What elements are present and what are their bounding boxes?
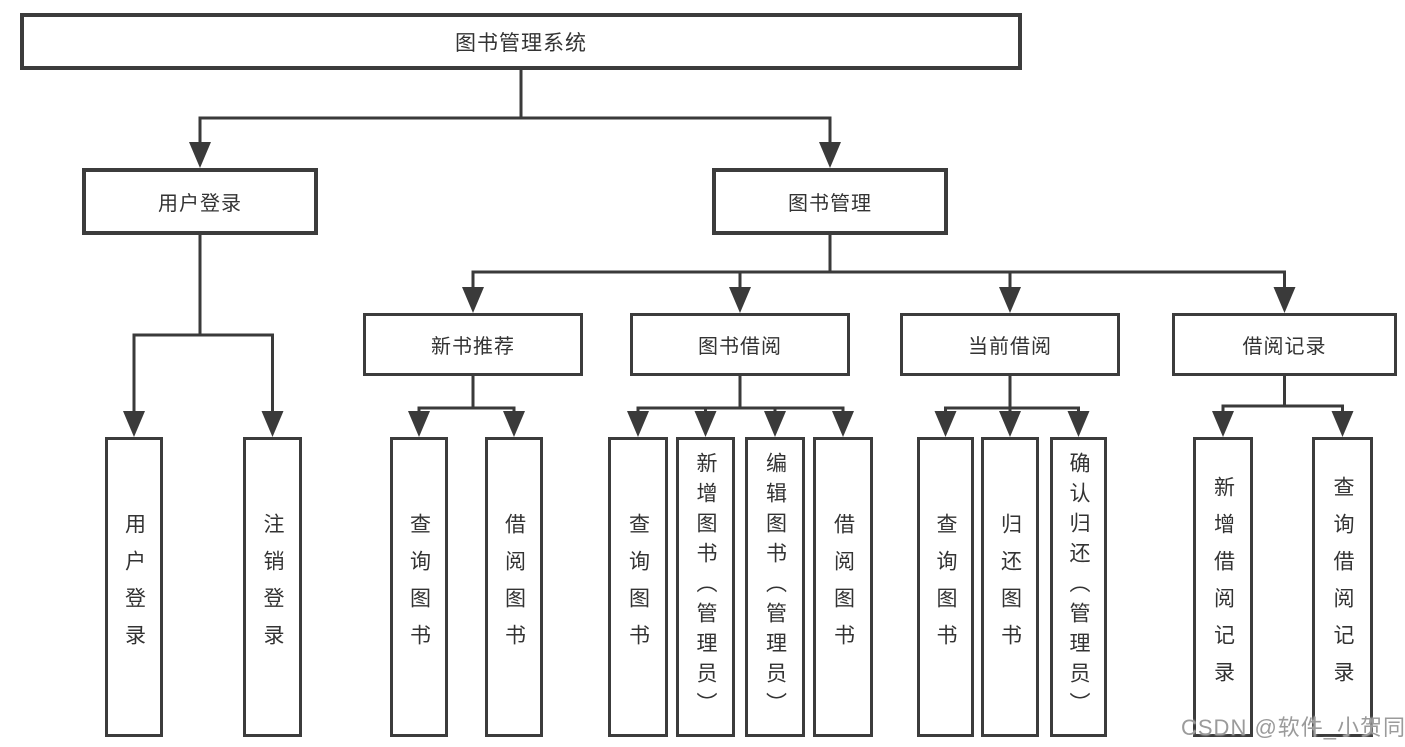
arrowhead-icon [1067,411,1090,437]
node-label: 当前借阅 [968,336,1052,358]
arrowhead-icon [694,411,717,437]
node-user-login: 用户登录 [105,437,163,737]
node-b4: 借阅图书 [813,437,873,737]
node-label: 新增借阅记录 [1211,476,1235,698]
node-label: 查询图书 [626,513,650,661]
node-label: 新书推荐 [431,336,515,358]
arrowhead-icon [627,411,649,437]
node-label: 归还图书 [998,513,1022,661]
arrowhead-icon [1273,287,1296,313]
node-mgmt: 图书管理 [712,168,948,235]
node-label: 借阅图书 [831,513,855,661]
node-label: 新增图书（管理员） [694,452,717,722]
node-records: 借阅记录 [1172,313,1397,376]
node-n1: 查询图书 [390,437,448,737]
arrowhead-icon [462,287,484,313]
arrowhead-icon [503,411,525,437]
node-label: 用户登录 [122,513,146,661]
node-label: 编辑图书（管理员） [763,452,787,722]
arrowhead-icon [1212,411,1234,437]
arrowhead-icon [999,411,1021,437]
node-c3: 确认归还（管理员） [1050,437,1107,737]
node-r2: 查询借阅记录 [1312,437,1373,737]
arrowhead-icon [1331,411,1354,437]
node-label: 查询借阅记录 [1331,476,1354,698]
node-c1: 查询图书 [917,437,974,737]
node-label: 图书管理 [788,193,872,215]
node-b1: 查询图书 [608,437,668,737]
watermark: CSDN @软件_小贺同学 [1181,715,1405,740]
arrowhead-icon [189,142,211,168]
node-label: 用户登录 [158,193,242,215]
node-label: 注销登录 [261,513,284,661]
node-n2: 借阅图书 [485,437,543,737]
node-label: 借阅图书 [502,513,526,661]
arrowhead-icon [999,287,1021,313]
node-label: 借阅记录 [1242,336,1327,358]
node-label: 查询图书 [407,513,431,661]
arrowhead-icon [764,411,786,437]
arrowhead-icon [729,287,751,313]
node-b2: 新增图书（管理员） [676,437,735,737]
arrowhead-icon [934,411,957,437]
node-label: 确认归还（管理员） [1067,452,1090,722]
arrowhead-icon [832,411,854,437]
node-borrow: 图书借阅 [630,313,850,376]
node-label: 查询图书 [934,513,957,661]
node-label: 图书管理系统 [455,31,587,55]
node-c2: 归还图书 [981,437,1039,737]
node-r1: 新增借阅记录 [1193,437,1253,737]
node-login: 用户登录 [82,168,318,235]
arrowhead-icon [123,411,145,437]
node-b3: 编辑图书（管理员） [745,437,805,737]
node-label: 图书借阅 [698,336,782,358]
arrowhead-icon [408,411,430,437]
node-logout: 注销登录 [243,437,302,737]
arrowhead-icon [261,411,284,437]
node-newbook: 新书推荐 [363,313,583,376]
node-current: 当前借阅 [900,313,1120,376]
arrowhead-icon [819,142,841,168]
node-root: 图书管理系统 [20,13,1022,70]
